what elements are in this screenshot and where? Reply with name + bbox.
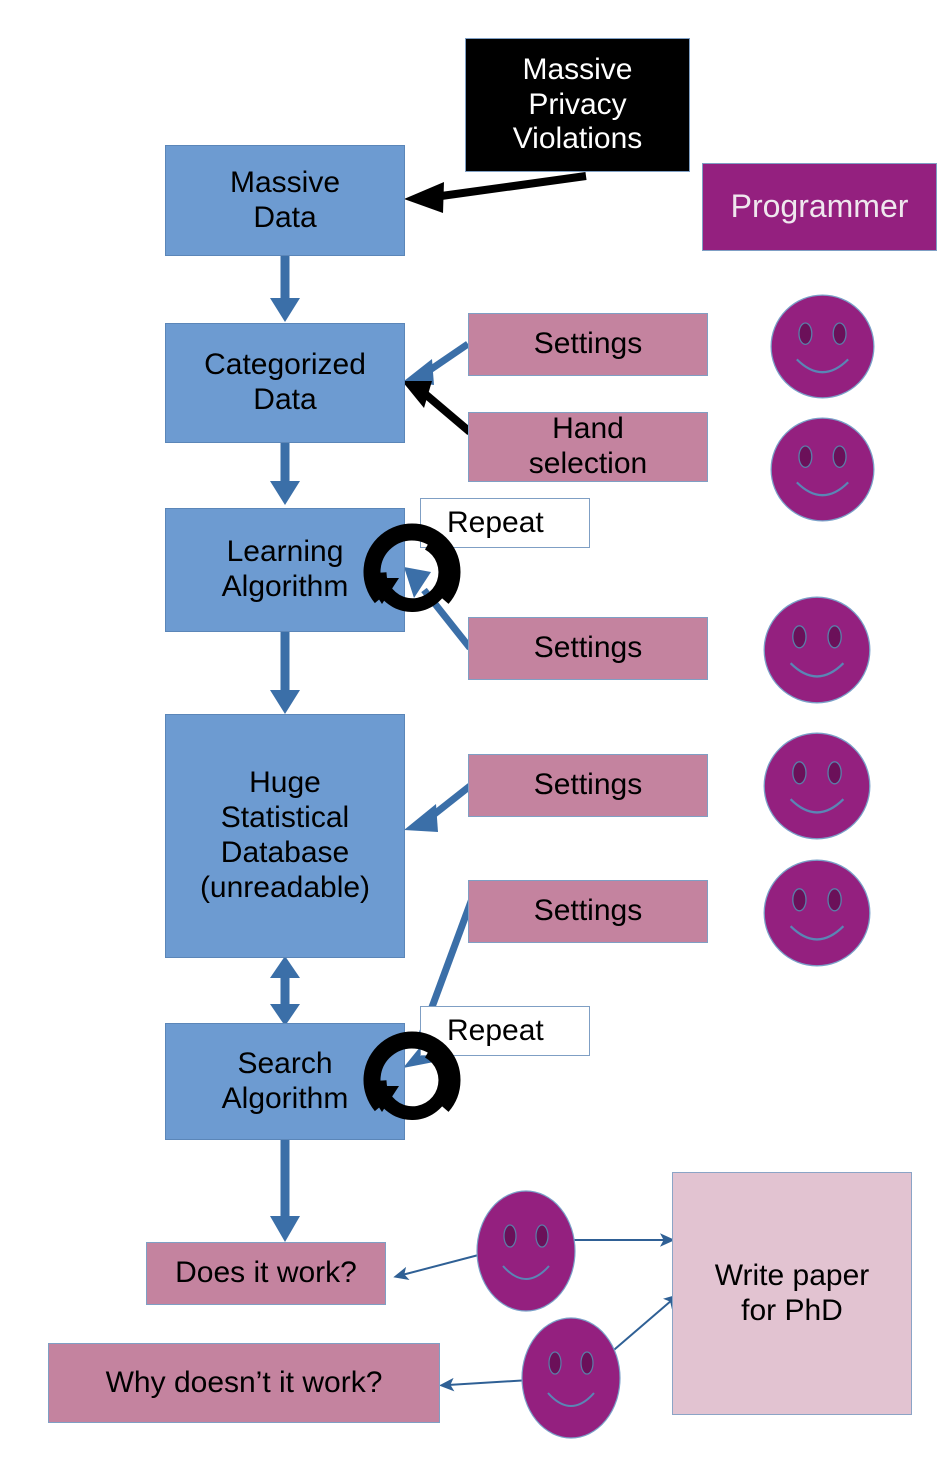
settings-box-3[interactable]: Settings <box>468 754 708 817</box>
settings-box-1[interactable]: Settings <box>468 313 708 376</box>
smiley-face-icon-7 <box>521 1317 621 1439</box>
does-it-work-box[interactable]: Does it work? <box>146 1242 386 1305</box>
edge-search-algorithm-to-does-it-work <box>270 1140 300 1242</box>
write-paper-for-phd-box[interactable]: Write paper for PhD <box>672 1172 912 1415</box>
edge-settings3-to-database <box>404 783 473 832</box>
learning-algorithm-box[interactable]: Learning Algorithm <box>165 508 405 632</box>
edge-settings1-to-categorized-data <box>404 341 470 385</box>
edge-hand-selection-to-categorized-data <box>402 381 473 436</box>
edge-settings2-to-learning-algorithm <box>404 567 473 651</box>
hand-selection-box[interactable]: Hand selection <box>468 412 708 482</box>
edge-massive-data-to-categorized-data <box>270 256 300 322</box>
smiley-face-icon-5 <box>762 858 872 968</box>
edge-learning-algorithm-to-database <box>270 632 300 714</box>
search-algorithm-box[interactable]: Search Algorithm <box>165 1023 405 1140</box>
smiley-face-icon-6 <box>476 1190 576 1312</box>
edge-privacy-violations-to-massive-data <box>404 172 587 213</box>
edge-smiley6-to-why-doesnt-it-work <box>439 1377 531 1392</box>
smiley-face-icon-1 <box>769 293 876 400</box>
repeat-label-box-2[interactable]: Repeat <box>420 1006 590 1056</box>
smiley-face-icon-2 <box>769 416 876 523</box>
smiley-face-icon-3 <box>762 595 872 705</box>
edge-database-to-search-algorithm <box>270 956 300 1026</box>
repeat-label-box-1[interactable]: Repeat <box>420 498 590 548</box>
massive-data-box[interactable]: Massive Data <box>165 145 405 256</box>
categorized-data-box[interactable]: Categorized Data <box>165 323 405 443</box>
edge-categorized-data-to-learning-algorithm <box>270 443 300 505</box>
smiley-face-icon-4 <box>762 731 872 841</box>
settings-box-4[interactable]: Settings <box>468 880 708 943</box>
massive-privacy-violations-box[interactable]: Massive Privacy Violations <box>465 38 690 172</box>
programmer-label-box[interactable]: Programmer <box>702 163 937 251</box>
settings-box-2[interactable]: Settings <box>468 617 708 680</box>
huge-statistical-database-box[interactable]: Huge Statistical Database (unreadable) <box>165 714 405 958</box>
why-doesnt-it-work-box[interactable]: Why doesn’t it work? <box>48 1343 440 1423</box>
